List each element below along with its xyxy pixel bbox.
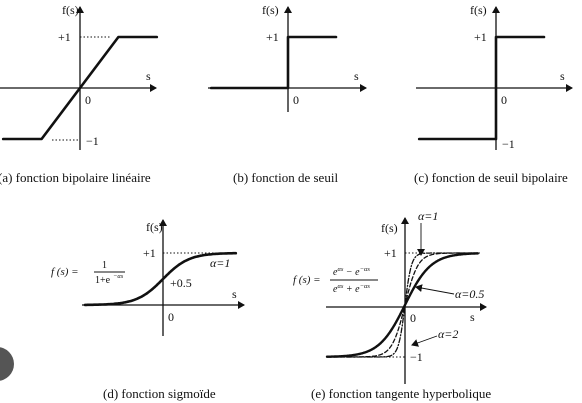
panel-b-tick-zero: 0 — [293, 93, 299, 107]
panel-e-formula-lhs: f (s) = — [293, 274, 321, 286]
panel-e-alpha05-arrow — [415, 284, 455, 295]
panel-d-formula-lhs: f (s) = — [51, 266, 79, 278]
panel-e-curve-alpha-0.5 — [325, 252, 479, 358]
panel-a: f(s) s +1 0 −1 (a) fonction bipolaire li… — [0, 3, 159, 185]
panel-c-caption: (c) fonction de seuil bipolaire — [414, 170, 568, 185]
panel-e-den-b-exp: −αs — [360, 283, 371, 290]
panel-e-formula-denominator: eαs + e−αs — [333, 283, 370, 295]
panel-b-tick-plus: +1 — [266, 30, 279, 44]
panel-e-xlabel: s — [470, 310, 475, 324]
panel-d-caption: (d) fonction sigmoïde — [103, 386, 216, 401]
panel-b-caption: (b) fonction de seuil — [233, 170, 338, 185]
panel-d-formula-num: 1 — [102, 260, 107, 271]
panel-d-alpha-label: α=1 — [210, 256, 230, 270]
panel-a-caption: (a) fonction bipolaire linéaire — [0, 170, 151, 185]
panel-e-tick-plus: +1 — [384, 246, 397, 260]
panel-e-num-b-exp: −αs — [360, 266, 371, 273]
panel-e-formula-numerator: eαs − e−αs — [333, 266, 370, 278]
panel-a-curve — [1, 35, 159, 141]
panel-a-tick-minus: −1 — [86, 134, 99, 148]
panel-e-formula: f (s) = eαs − e−αs eαs + e−αs — [293, 266, 378, 295]
panel-c-ylabel: f(s) — [470, 3, 487, 17]
panel-d-tick-half: +0.5 — [170, 276, 192, 290]
panel-e-alpha05-label: α=0.5 — [455, 287, 484, 301]
edge-button-icon — [0, 347, 14, 381]
panel-e-curve-alpha-2 — [326, 252, 479, 358]
panel-a-tick-plus: +1 — [58, 30, 71, 44]
panel-e-num-a-exp: αs — [337, 266, 343, 273]
panel-e-tick-minus: −1 — [410, 350, 423, 364]
panel-e-curve-alpha-1 — [326, 252, 479, 358]
panel-e-num-a: e — [333, 267, 338, 278]
panel-e: f(s) s +1 0 −1 α=1 α=0.5 α=2 f (s) = eαs… — [293, 209, 491, 401]
panel-e-ylabel: f(s) — [381, 221, 398, 235]
panel-a-tick-zero: 0 — [85, 93, 91, 107]
panel-d-formula-den-exp: −αs — [113, 273, 124, 280]
panel-c: f(s) s +1 0 −1 (c) fonction de seuil bip… — [414, 3, 573, 185]
panel-d-formula-den: 1+e — [95, 275, 111, 286]
panel-e-den-a: e — [333, 284, 338, 295]
panel-b-ylabel: f(s) — [262, 3, 279, 17]
panel-e-alpha2-label: α=2 — [438, 327, 458, 341]
panel-a-ylabel: f(s) — [62, 3, 79, 17]
panel-b-curve — [209, 35, 338, 90]
panel-a-xlabel: s — [146, 69, 151, 83]
panel-d: f(s) s +1 +0.5 0 α=1 f (s) = 1 1+e −αs (… — [51, 219, 245, 401]
panel-e-num-mid: − e — [343, 267, 360, 278]
panel-e-alpha1-label: α=1 — [418, 209, 438, 223]
panel-c-tick-plus: +1 — [474, 30, 487, 44]
panel-e-den-mid: + e — [343, 284, 360, 295]
panel-e-caption: (e) fonction tangente hyperbolique — [311, 386, 491, 401]
panel-b-xlabel: s — [354, 69, 359, 83]
panel-c-tick-minus: −1 — [502, 137, 515, 151]
panel-e-den-a-exp: αs — [337, 283, 343, 290]
panel-d-tick-zero: 0 — [168, 310, 174, 324]
panel-d-curve — [83, 251, 238, 307]
panel-d-ylabel: f(s) — [146, 220, 163, 234]
panel-d-tick-plus: +1 — [143, 246, 156, 260]
panel-b: f(s) s +1 0 (b) fonction de seuil — [208, 3, 367, 185]
panel-c-xlabel: s — [560, 69, 565, 83]
panel-e-alpha2-arrow — [411, 335, 438, 347]
panel-c-curve — [417, 35, 546, 141]
panel-d-xlabel: s — [232, 287, 237, 301]
panel-c-tick-zero: 0 — [501, 93, 507, 107]
panel-d-formula: f (s) = 1 1+e −αs — [51, 260, 125, 286]
panel-e-tick-zero: 0 — [410, 311, 416, 325]
